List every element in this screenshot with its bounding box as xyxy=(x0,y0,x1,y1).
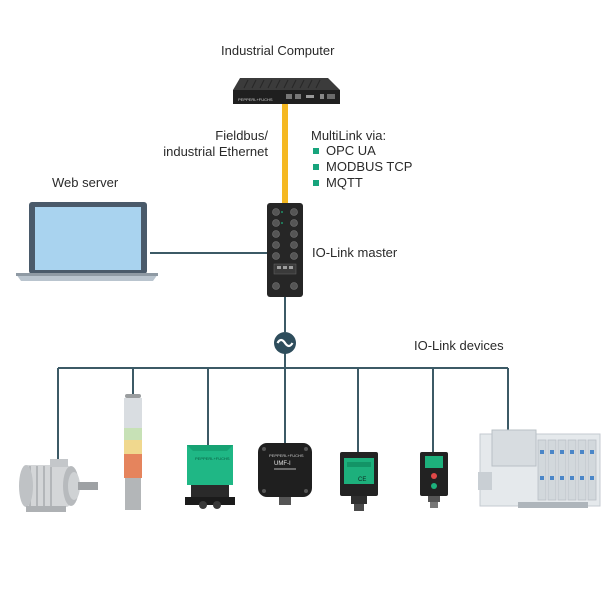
fieldbus-label-line2: industrial Ethernet xyxy=(163,144,268,159)
ce-mark-text: CE xyxy=(358,477,366,483)
fieldbus-label: Fieldbus/ industrial Ethernet xyxy=(150,128,268,160)
protocol-item: MODBUS TCP xyxy=(310,159,412,175)
laptop-icon xyxy=(16,202,158,281)
protocol-label: OPC UA xyxy=(326,143,376,158)
motor-icon xyxy=(19,459,98,512)
io-link-master-icon xyxy=(267,203,303,297)
bullet-square-icon xyxy=(313,180,319,187)
computer-brand-text: PEPPERL+FUCHS xyxy=(238,97,273,102)
protocol-label: MQTT xyxy=(326,175,363,190)
ultrasonic-sensor-icon: PEPPERL+FUCHS UMF-I xyxy=(258,443,312,505)
protocol-list: OPC UA MODBUS TCP MQTT xyxy=(310,143,412,191)
web-server-label: Web server xyxy=(52,175,119,190)
valve-terminal-icon xyxy=(478,429,601,508)
io-link-logo-icon xyxy=(274,332,296,354)
ultrasonic-brand-text: PEPPERL+FUCHS xyxy=(269,453,304,458)
protocol-label: MODBUS TCP xyxy=(326,159,413,174)
io-link-master-label: IO-Link master xyxy=(312,245,398,260)
io-link-devices-label: IO-Link devices xyxy=(414,338,504,353)
ultrasonic-model-text: UMF-I xyxy=(274,461,291,467)
fieldbus-label-line1: Fieldbus/ xyxy=(215,128,268,143)
inductive-sensor-icon: PEPPERL+FUCHS xyxy=(185,445,235,509)
small-sensor-icon xyxy=(420,452,448,508)
multilink-title: MultiLink via: xyxy=(311,128,387,143)
signal-tower-icon xyxy=(124,394,142,510)
bullet-square-icon xyxy=(313,164,319,171)
protocol-item: OPC UA xyxy=(310,143,412,159)
bullet-square-icon xyxy=(313,148,319,155)
industrial-computer-icon: PEPPERL+FUCHS xyxy=(233,78,340,104)
industrial-computer-label: Industrial Computer xyxy=(221,43,335,58)
inductive-brand-text: PEPPERL+FUCHS xyxy=(195,456,230,461)
protocol-item: MQTT xyxy=(310,175,412,191)
photoelectric-sensor-icon: CE xyxy=(340,452,378,511)
